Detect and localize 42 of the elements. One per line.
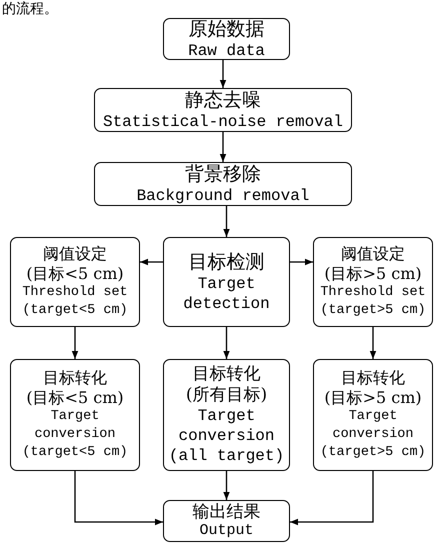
process-box [94, 162, 352, 206]
arrow [223, 471, 230, 500]
process-box [163, 359, 290, 471]
box-heading: 原始数据 [188, 18, 264, 40]
box-heading: 阈值设定 (目标>5 cm) [323, 244, 423, 284]
box-text: Target conversion (target>5 cm) [319, 408, 427, 462]
arrow [290, 258, 313, 266]
arrow [223, 327, 230, 359]
box-text: Output [199, 522, 254, 539]
box-heading: 目标转化 (所有目标) [184, 364, 268, 406]
box-heading: 静态去噪 [185, 88, 261, 112]
arrow [370, 327, 376, 359]
box-heading: 输出结果 [192, 503, 260, 522]
process-box [10, 359, 140, 471]
arrow [220, 132, 226, 162]
box-heading: 目标检测 [188, 250, 264, 274]
box-heading: 目标转化 (目标<5 cm) [25, 368, 125, 408]
arrow [290, 471, 374, 526]
box-text: Target conversion (target<5 cm) [21, 408, 129, 462]
box-text: Background removal [136, 186, 310, 206]
box-heading: 目标转化 (目标>5 cm) [323, 368, 423, 408]
arrow [223, 206, 230, 237]
arrow [140, 258, 163, 266]
box-text: Threshold set (target>5 cm) [319, 284, 427, 320]
caption-text: 的流程。 [2, 1, 58, 17]
process-box [313, 237, 433, 327]
box-text: Raw data [188, 40, 265, 60]
arrow [74, 471, 163, 526]
process-box [163, 18, 290, 60]
process-box [163, 237, 290, 327]
process-box [10, 237, 140, 327]
box-text: Threshold set (target<5 cm) [21, 284, 129, 320]
process-box [94, 88, 352, 132]
box-heading: 背景移除 [185, 162, 261, 186]
arrow [220, 60, 226, 88]
box-text: Statistical-noise removal [102, 112, 344, 132]
arrow [72, 327, 78, 359]
process-box [163, 500, 290, 542]
box-text: Target detection [182, 274, 271, 314]
box-heading: 阈值设定 (目标<5 cm) [25, 244, 125, 284]
process-box [313, 359, 433, 471]
box-text: Target conversion (all target) [168, 406, 286, 466]
